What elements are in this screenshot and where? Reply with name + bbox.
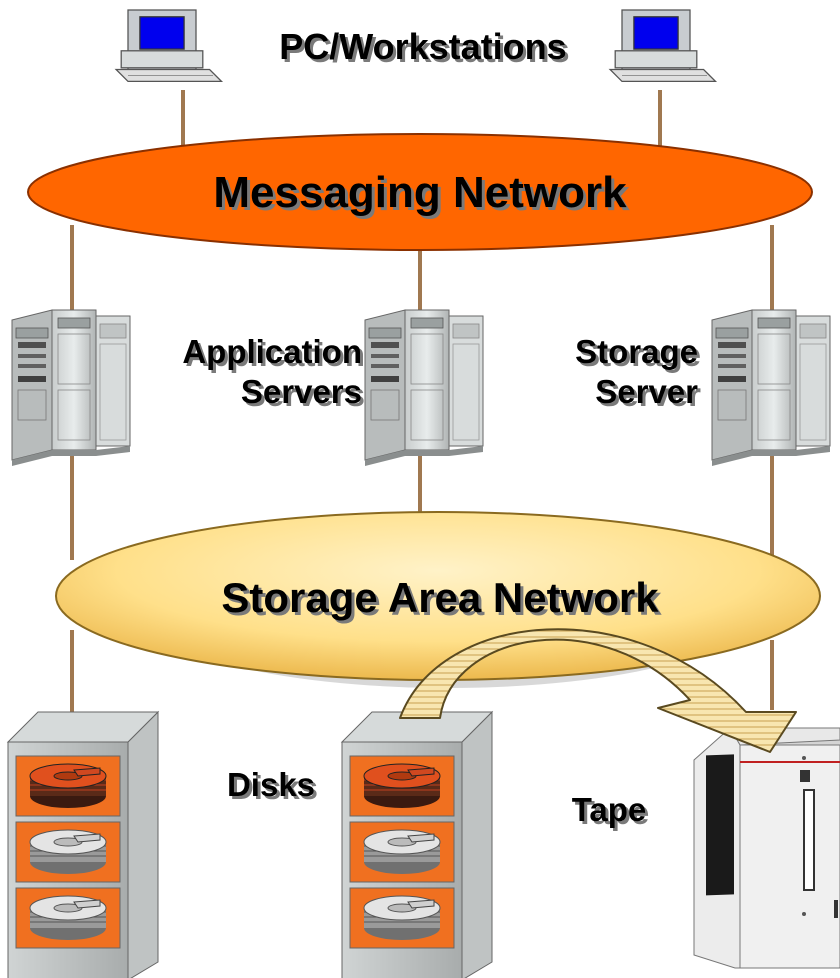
storage-server-icon bbox=[711, 309, 831, 467]
app-servers-label-line1-shadow: Application bbox=[185, 336, 365, 373]
storage-server-label-line2: Server bbox=[595, 373, 698, 410]
workstations-label-shadow: PC/Workstations bbox=[282, 29, 569, 70]
san-label-shadow: Storage Area Network bbox=[224, 577, 662, 624]
workstation-right-icon bbox=[609, 9, 717, 83]
application-server-mid-icon bbox=[364, 309, 484, 467]
disk-array-left-icon bbox=[8, 712, 158, 978]
tape-library-icon bbox=[693, 727, 840, 969]
disk-array-mid-icon bbox=[342, 712, 492, 978]
disks-label: Disks bbox=[227, 766, 315, 803]
messaging-network-ellipse bbox=[27, 133, 813, 251]
messaging-network-label: Messaging Network bbox=[213, 168, 627, 217]
tape-label: Tape bbox=[572, 791, 647, 828]
app-servers-label-line1: Application bbox=[182, 333, 362, 370]
workstation-left-icon bbox=[115, 9, 223, 83]
app-servers-label-line2: Servers bbox=[241, 373, 362, 410]
app-servers-label-line2-shadow: Servers bbox=[244, 376, 365, 413]
san-label: Storage Area Network bbox=[221, 574, 659, 621]
workstations-label: PC/Workstations bbox=[279, 26, 566, 67]
storage-server-label-line2-shadow: Server bbox=[598, 376, 701, 413]
storage-server-label-line1: Storage bbox=[575, 333, 698, 370]
messaging-network-label-shadow: Messaging Network bbox=[216, 171, 630, 220]
disks-label-shadow: Disks bbox=[230, 769, 318, 806]
storage-server-label-line1-shadow: Storage bbox=[578, 336, 701, 373]
tape-label-shadow: Tape bbox=[575, 794, 650, 831]
curved-arrow-icon bbox=[399, 628, 797, 753]
application-server-left-icon bbox=[11, 309, 131, 467]
